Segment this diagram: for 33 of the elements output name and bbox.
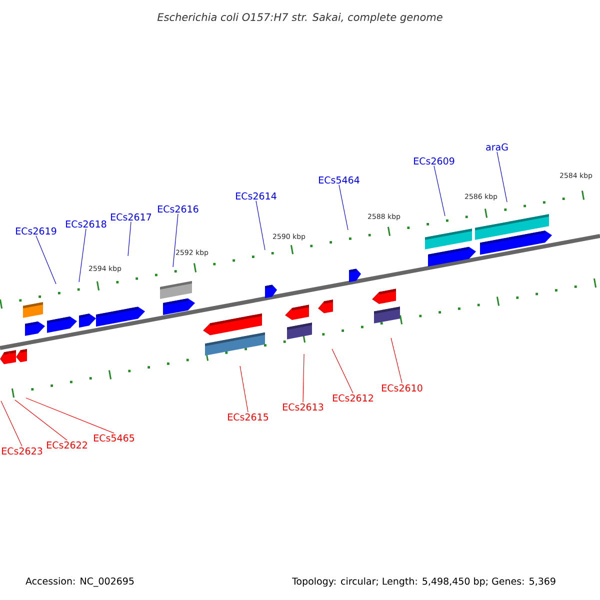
leader-line bbox=[78, 228, 86, 282]
gene-label: ECs2609 bbox=[414, 157, 454, 165]
gene-label: ECs5464 bbox=[319, 176, 360, 184]
gene-label: ECs2614 bbox=[236, 192, 276, 200]
leader-line bbox=[240, 366, 248, 413]
gene-label: ECs2616 bbox=[158, 205, 198, 213]
footer-text: Accession: NC_002695 bbox=[26, 577, 134, 587]
leader-line bbox=[390, 338, 402, 384]
gene-label: ECs2623 bbox=[2, 447, 42, 455]
gene-label: ECs2618 bbox=[66, 220, 106, 228]
gene-label: araG bbox=[486, 143, 508, 151]
leader-line bbox=[128, 222, 132, 256]
gene-label: ECs2615 bbox=[228, 413, 268, 421]
leader-line bbox=[302, 354, 304, 403]
leader-line bbox=[14, 400, 68, 441]
leader-line bbox=[36, 236, 56, 284]
gene-label: ECs2610 bbox=[382, 384, 422, 392]
leader-line bbox=[256, 200, 266, 250]
leader-line bbox=[434, 166, 446, 216]
gene-label: ECs5465 bbox=[94, 434, 134, 442]
leader-line bbox=[338, 184, 348, 230]
gene-label: ECs2617 bbox=[111, 213, 152, 221]
leader-line bbox=[26, 398, 114, 434]
leader-line bbox=[332, 348, 354, 394]
gene-label: ECs2612 bbox=[333, 394, 373, 402]
title: Escherichia coli O157:H7 str. Sakai, complete genome bbox=[157, 12, 442, 24]
gene-label: ECs2613 bbox=[283, 403, 324, 411]
leader-line bbox=[0, 400, 22, 447]
leader-line bbox=[172, 214, 178, 268]
gene-label: ECs2622 bbox=[47, 441, 87, 449]
footer-text: Topology: circular; Length: 5,498,450 bp; Genes: 5,369 bbox=[292, 577, 556, 587]
gene-label: ECs2619 bbox=[16, 227, 56, 235]
leader-line bbox=[496, 152, 508, 202]
